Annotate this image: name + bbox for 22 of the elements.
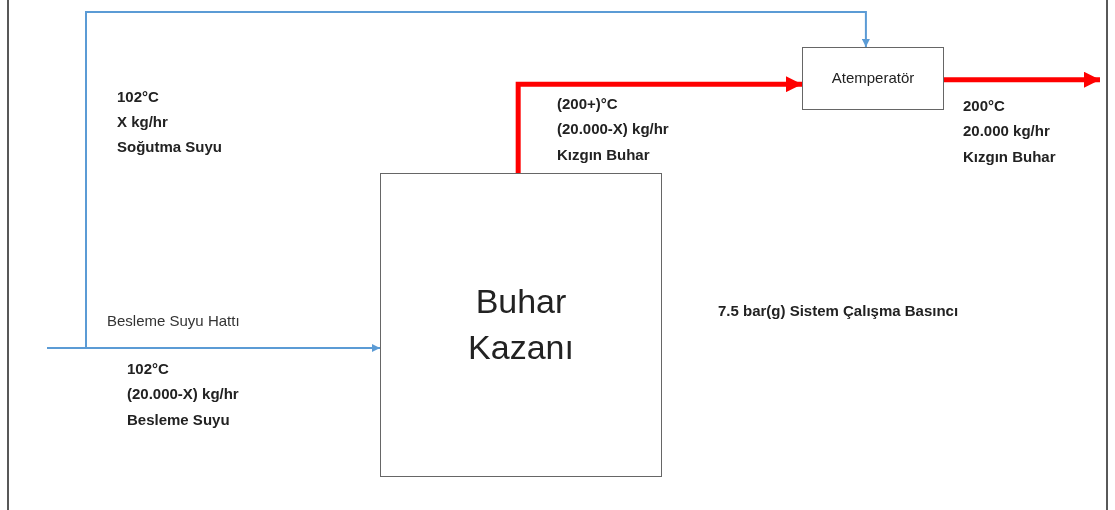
node-label: Atemperatör [831,68,915,89]
stream-label: X kg/hr [117,113,168,130]
stream-label: Soğutma Suyu [117,138,222,155]
stream-label: (200+)°C [557,95,618,112]
stream-label: 102°C [117,88,159,105]
arrow [515,76,802,173]
stream-label: 102°C [127,360,169,377]
arrow [85,11,870,349]
edge-label: Besleme Suyu Hattı [107,312,240,329]
process-box [802,47,944,110]
stream-label: (20.000-X) kg/hr [557,120,669,137]
stream-label: 20.000 kg/hr [963,122,1050,139]
stream-label: Kızgın Buhar [963,148,1056,165]
boiler-box [380,173,662,477]
stream-label: (20.000-X) kg/hr [127,385,239,402]
arrow [944,71,1100,88]
arrow [46,344,381,352]
node-label: Buhar Kazanı [467,281,575,368]
stream-label: 200°C [963,97,1005,114]
stream-label: 7.5 bar(g) Sistem Çalışma Basıncı [718,302,959,319]
stream-label: Besleme Suyu [127,411,230,428]
stream-label: Kızgın Buhar [557,146,650,163]
